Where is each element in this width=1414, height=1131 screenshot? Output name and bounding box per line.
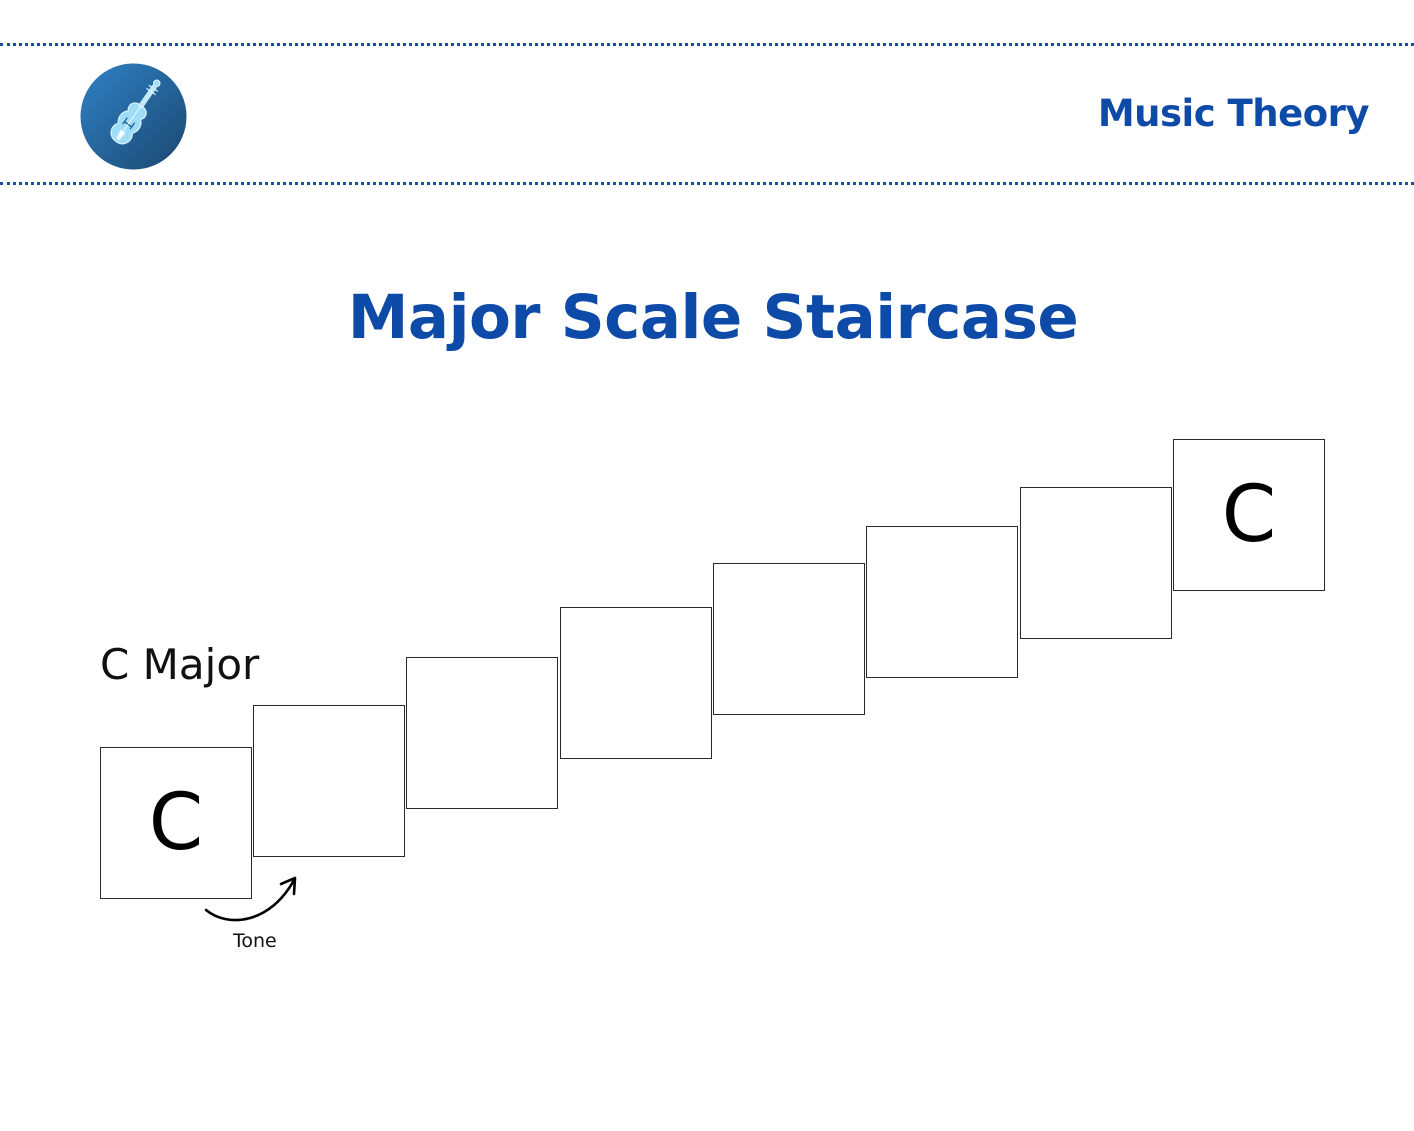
staircase-step-1: C: [100, 747, 252, 899]
staircase-step-7: [1020, 487, 1172, 639]
curved-arrow-icon: [200, 870, 310, 930]
scale-label: C Major: [100, 640, 260, 689]
staircase-step-5: [713, 563, 865, 715]
staircase-step-6: [866, 526, 1018, 678]
interval-label: Tone: [233, 930, 277, 952]
staircase-step-2: [253, 705, 405, 857]
violin-logo-icon: [80, 63, 187, 170]
header-title: Music Theory: [1097, 92, 1370, 135]
staircase-step-3: [406, 657, 558, 809]
header-divider-top: [0, 43, 1414, 46]
page-title: Major Scale Staircase: [347, 282, 1079, 353]
staircase-step-4: [560, 607, 712, 759]
staircase-step-8: C: [1173, 439, 1325, 591]
header-divider-bottom: [0, 182, 1414, 185]
